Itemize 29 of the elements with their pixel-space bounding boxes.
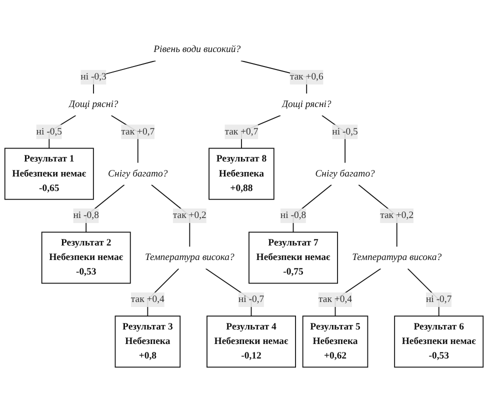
node-text: Снігу багато?: [108, 168, 168, 179]
edge-label: так +0,2: [172, 210, 206, 221]
edge-label: ні -0,8: [73, 210, 99, 221]
edge-label: так +0,4: [130, 294, 164, 305]
node-text: Температура висока?: [144, 252, 234, 263]
edge-label: ні -0,7: [238, 294, 264, 305]
node-text: Температура висока?: [352, 252, 442, 263]
edge-label: так +0,7: [224, 126, 258, 137]
edge-label: так +0,7: [121, 126, 155, 137]
node-box: Результат 2 Небезпеки немає -0,53: [41, 232, 131, 284]
node-box: Результат 6 Небезпеки немає -0,53: [394, 316, 484, 368]
node-text: Рівень води високий?: [154, 44, 241, 55]
node-box: Результат 7 Небезпеки немає -0,75: [248, 232, 338, 284]
edge-label: так +0,4: [318, 294, 352, 305]
node-box: Результат 1 Небезпеки немає -0,65: [4, 148, 94, 200]
edge-label: ні -0,5: [332, 126, 358, 137]
edge-label: так +0,6: [290, 72, 324, 82]
node-box: Результат 4 Небезпеки немає -0,12: [206, 316, 296, 368]
node-box: Результат 8 Небезпека +0,88: [208, 148, 274, 200]
node-text: Дощі рясні?: [282, 99, 332, 110]
edge-label: ні -0,7: [426, 294, 452, 305]
edge-label: ні -0,8: [280, 210, 306, 221]
node-text: Снігу багато?: [315, 168, 375, 179]
edge-label: так +0,2: [380, 210, 414, 221]
edge-label: ні -0,5: [36, 126, 62, 137]
edge-label: ні -0,3: [80, 72, 106, 82]
node-box: Результат 5 Небезпека +0,62: [302, 316, 368, 368]
node-text: Дощі рясні?: [68, 99, 118, 110]
node-box: Результат 3 Небезпека +0,8: [114, 316, 181, 368]
